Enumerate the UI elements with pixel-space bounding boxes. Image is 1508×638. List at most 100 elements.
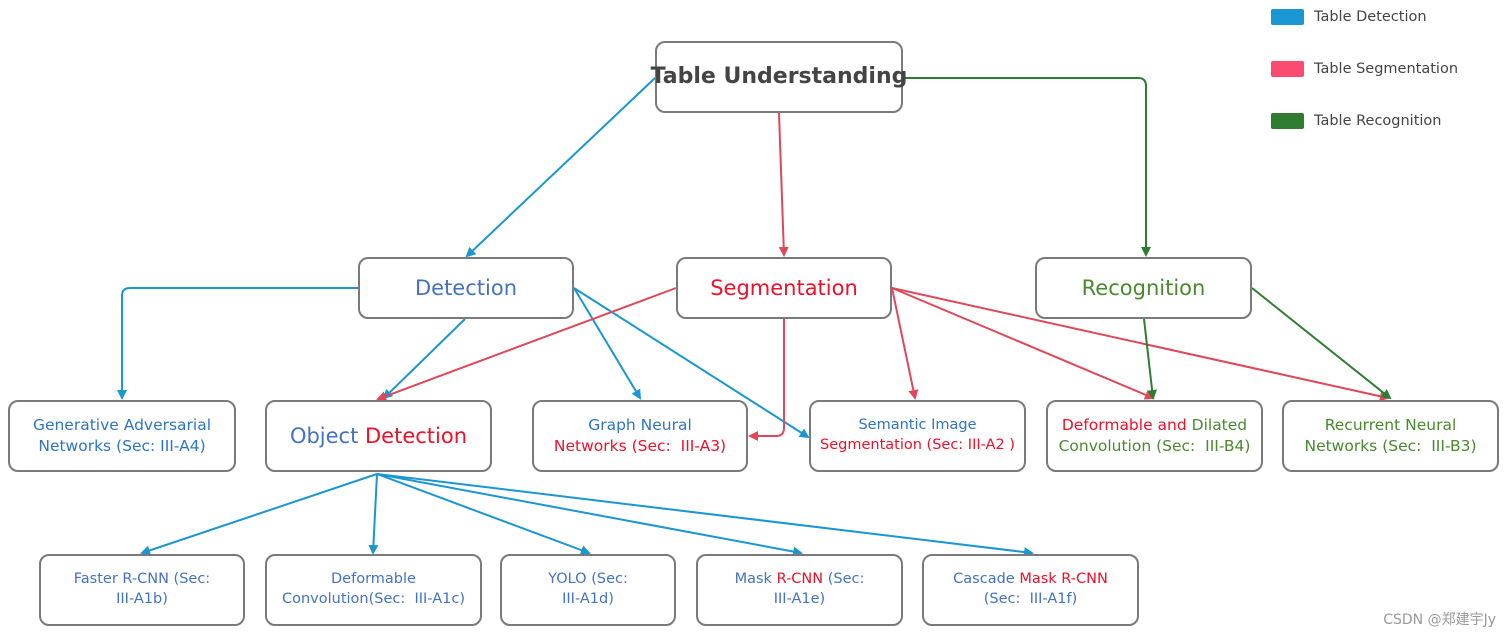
node-label-line: Deformable and Dilated [1059, 415, 1251, 436]
edge-recognition-to-rnn [1251, 287, 1392, 400]
node-label-text: Recognition [1081, 275, 1206, 300]
watermark: CSDN @郑建宇Jy [1383, 612, 1496, 628]
node-label-text: Networks (Sec: III-A4) [38, 437, 206, 455]
node-detection[interactable]: Detection [358, 257, 574, 319]
legend-item-recognition: Table Recognition [1271, 113, 1442, 129]
edge-detection-to-semantic [573, 287, 810, 439]
node-label-line: Detection [415, 274, 517, 302]
node-label-text: Mask [734, 571, 777, 588]
node-label-line: Generative Adversarial [33, 415, 211, 436]
edge-segmentation-to-object-detection [376, 287, 677, 401]
edge-segmentation-to-deformable-dilated [891, 287, 1155, 400]
node-recognition[interactable]: Recognition [1035, 257, 1252, 319]
node-label-line: III-A1b) [74, 590, 210, 610]
node-label-line: Networks (Sec: III-A3) [554, 436, 726, 457]
node-label-text: R-CNN [776, 571, 824, 588]
node-label-line: Convolution(Sec: III-A1c) [282, 590, 465, 610]
edge-object-detection-to-yolo [376, 473, 591, 555]
node-label-line: Cascade Mask R-CNN [953, 570, 1108, 590]
edge-object-detection-to-mask-rcnn [376, 473, 803, 557]
node-label-text: Detection [365, 423, 468, 448]
node-faster-rcnn[interactable]: Faster R-CNN (Sec: III-A1b) [39, 554, 245, 626]
node-table-understanding[interactable]: Table Understanding [651, 41, 907, 113]
node-label-text: Table Understanding [650, 64, 908, 90]
node-label-line: Segmentation (Sec: III-A2 ) [820, 436, 1015, 456]
node-label-text: Convolution(Sec: III-A1c) [281, 591, 465, 607]
edge-root-to-recognition [903, 77, 1151, 257]
node-label-line: Graph Neural [554, 415, 726, 436]
node-label: Segmentation [710, 274, 858, 302]
node-label-line: Networks (Sec: III-B3) [1304, 436, 1476, 457]
edge-object-detection-to-cascade [376, 473, 1034, 558]
node-label-text: Object [289, 423, 366, 448]
node-label: Cascade Mask R-CNN(Sec: III-A1f) [953, 570, 1108, 609]
node-label-text: Detection [414, 275, 518, 300]
node-label: YOLO (Sec:III-A1d) [548, 570, 628, 609]
legend-item-detection: Table Detection [1271, 9, 1427, 25]
node-label-line: (Sec: III-A1f) [953, 590, 1108, 610]
node-label-text: Dilated [1191, 416, 1248, 435]
node-label-text: III-A1d) [562, 591, 614, 607]
legend-item-segmentation: Table Segmentation [1271, 61, 1458, 77]
node-label: Recognition [1082, 274, 1206, 302]
edge-root-to-detection [465, 77, 656, 258]
edge-detection-to-gnn [573, 287, 642, 400]
legend-swatch-segmentation [1271, 61, 1304, 77]
node-label-text: (Sec: III-A1f) [983, 591, 1078, 607]
node-label-text: Semantic Image [858, 417, 977, 434]
node-label: Mask R-CNN (Sec:III-A1e) [735, 570, 865, 609]
node-label-text: Generative Adversarial [32, 416, 212, 435]
node-label-line: YOLO (Sec: [548, 570, 628, 590]
node-label: Faster R-CNN (Sec: III-A1b) [74, 570, 210, 609]
node-label-text: Faster R-CNN (Sec: [73, 571, 211, 588]
node-label-line: Mask R-CNN (Sec: [735, 570, 865, 590]
edge-detection-to-object-detection [382, 318, 466, 400]
node-label-line: Semantic Image [820, 416, 1015, 436]
node-label-text: Deformable and [1061, 416, 1192, 435]
node-label-line: III-A1e) [735, 590, 865, 610]
node-segmentation[interactable]: Segmentation [676, 257, 892, 319]
node-object-detection[interactable]: Object Detection [265, 400, 492, 472]
node-label-text: Segmentation [710, 275, 858, 300]
edge-recognition-to-deformable-dilated [1143, 318, 1158, 400]
node-label-text: Mask R-CNN [1019, 571, 1108, 588]
node-label-text: Deformable [331, 571, 416, 588]
legend-swatch-recognition [1271, 113, 1304, 129]
node-label-line: Recurrent Neural [1304, 415, 1476, 436]
node-label-line: Table Understanding [651, 62, 908, 92]
node-label-text: Recurrent Neural [1324, 416, 1457, 435]
node-label-text: Cascade [953, 571, 1020, 588]
node-label-line: Object Detection [290, 422, 467, 450]
edge-root-to-segmentation [778, 112, 789, 257]
node-label-text: Networks (Sec: III-A3) [553, 437, 727, 455]
node-label-text: III-A1e) [773, 591, 826, 607]
node-cascade-mask-rcnn[interactable]: Cascade Mask R-CNN(Sec: III-A1f) [922, 554, 1139, 626]
node-label-text: Segmentation (Sec: III-A2 ) [820, 437, 1015, 453]
edge-segmentation-to-rnn [891, 287, 1390, 402]
edge-segmentation-to-gnn [748, 319, 785, 441]
node-label: Object Detection [290, 422, 467, 450]
node-label-line: Networks (Sec: III-A4) [33, 436, 211, 457]
node-label-line: Segmentation [710, 274, 858, 302]
node-label: Table Understanding [651, 62, 908, 92]
node-label-text: Convolution (Sec: III-B4) [1058, 437, 1251, 455]
node-label-text: Graph Neural [588, 416, 692, 435]
node-yolo[interactable]: YOLO (Sec:III-A1d) [500, 554, 676, 626]
node-label-line: Deformable [282, 570, 465, 590]
node-mask-rcnn[interactable]: Mask R-CNN (Sec:III-A1e) [696, 554, 903, 626]
edge-object-detection-to-deformable-conv [368, 473, 379, 555]
legend-label: Table Segmentation [1314, 61, 1459, 77]
edge-segmentation-to-semantic [891, 287, 919, 400]
